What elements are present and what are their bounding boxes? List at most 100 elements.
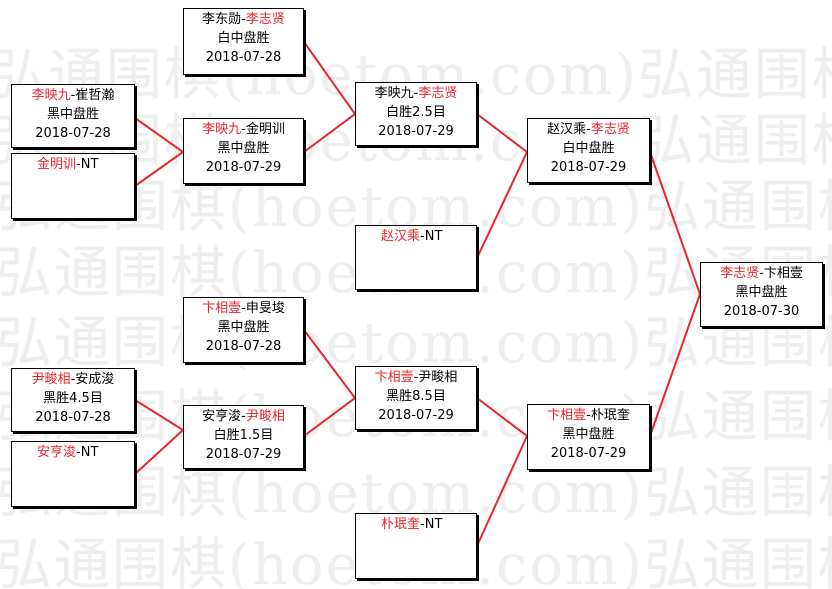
connector-line bbox=[476, 113, 529, 259]
name-separator: - bbox=[420, 517, 425, 532]
connector-line bbox=[303, 329, 357, 437]
name-separator: - bbox=[413, 370, 419, 385]
match-result: 黑胜8.5目 bbox=[386, 389, 446, 404]
name-separator: - bbox=[76, 445, 81, 460]
winner-name: 金明训 bbox=[37, 157, 77, 172]
loser-name: 李映九 bbox=[374, 86, 414, 101]
match-players: 卞相壹-尹畯相 bbox=[356, 368, 476, 387]
match-players: 金明训-NT bbox=[12, 155, 134, 174]
name-separator: - bbox=[241, 409, 246, 424]
match-date: 2018-07-28 bbox=[35, 126, 111, 141]
name-separator: - bbox=[586, 408, 591, 423]
winner-name: 卞相壹 bbox=[374, 370, 414, 385]
winner-name: 朴珉奎 bbox=[381, 517, 421, 532]
match-box: 朴珉奎-NT bbox=[355, 513, 477, 579]
winner-name: 尹畯相 bbox=[245, 409, 285, 424]
match-date: 2018-07-30 bbox=[723, 304, 800, 319]
match-box: 尹畯相-安成浚 黑胜4.5目 2018-07-28 bbox=[11, 368, 135, 432]
loser-name: 安成浚 bbox=[75, 372, 115, 387]
match-result: 黑中盘胜 bbox=[562, 427, 615, 442]
match-result: 黑胜4.5目 bbox=[43, 391, 103, 406]
match-box: 安亨浚-尹畯相 白胜1.5目 2018-07-29 bbox=[183, 405, 304, 469]
match-players: 李映九-李志贤 bbox=[356, 84, 476, 103]
name-separator: - bbox=[241, 12, 246, 27]
winner-name: 李志贤 bbox=[720, 266, 760, 281]
name-separator: - bbox=[420, 229, 425, 244]
match-players: 安亨浚-尹畯相 bbox=[184, 407, 303, 426]
match-box: 卞相壹-朴珉奎 黑中盘胜 2018-07-29 bbox=[527, 404, 650, 470]
connector-line bbox=[476, 397, 529, 547]
match-result: 黑中盘胜 bbox=[217, 320, 270, 335]
name-separator: - bbox=[413, 86, 419, 101]
winner-name: 卞相壹 bbox=[202, 301, 242, 316]
match-date: 2018-07-29 bbox=[205, 160, 282, 175]
match-players: 卞相壹-朴珉奎 bbox=[528, 406, 649, 425]
winner-name: 李志贤 bbox=[590, 122, 630, 137]
name-separator: - bbox=[241, 301, 246, 316]
match-result: 白中盘胜 bbox=[217, 31, 270, 46]
loser-name: NT bbox=[80, 157, 99, 172]
name-separator: - bbox=[759, 266, 764, 281]
match-result: 黑中盘胜 bbox=[735, 285, 788, 300]
loser-name: 朴珉奎 bbox=[590, 408, 630, 423]
match-box: 赵汉乘-李志贤 白中盘胜 2018-07-29 bbox=[527, 118, 650, 183]
loser-name: 李东勋 bbox=[202, 12, 242, 27]
match-box: 李映九-金明训 黑中盘胜 2018-07-29 bbox=[183, 118, 304, 184]
match-players: 安亨浚-NT bbox=[12, 443, 134, 462]
match-box: 赵汉乘-NT bbox=[355, 225, 477, 290]
match-box: 李映九-李志贤 白胜2.5目 2018-07-29 bbox=[355, 82, 477, 146]
winner-name: 卞相壹 bbox=[547, 408, 587, 423]
loser-name: 崔哲瀚 bbox=[75, 88, 115, 103]
connector-line bbox=[134, 117, 185, 187]
match-box: 金明训-NT bbox=[11, 153, 135, 219]
match-date: 2018-07-28 bbox=[205, 339, 282, 354]
match-players: 李映九-金明训 bbox=[184, 120, 303, 139]
name-separator: - bbox=[70, 372, 76, 387]
match-players: 赵汉乘-李志贤 bbox=[528, 120, 649, 139]
loser-name: 金明训 bbox=[245, 122, 285, 137]
match-result: 白胜2.5目 bbox=[386, 105, 446, 120]
match-players: 尹畯相-安成浚 bbox=[12, 370, 134, 389]
winner-name: 尹畯相 bbox=[31, 372, 71, 387]
match-date: 2018-07-29 bbox=[550, 446, 627, 461]
match-box: 李映九-崔哲瀚 黑中盘胜 2018-07-28 bbox=[11, 84, 135, 148]
winner-name: 李志贤 bbox=[418, 86, 458, 101]
match-box: 卞相壹-尹畯相 黑胜8.5目 2018-07-29 bbox=[355, 366, 477, 430]
match-result: 黑中盘胜 bbox=[217, 141, 270, 156]
name-separator: - bbox=[70, 88, 76, 103]
match-date: 2018-07-29 bbox=[378, 408, 454, 423]
loser-name: NT bbox=[80, 445, 99, 460]
connector-line bbox=[649, 151, 702, 437]
loser-name: 赵汉乘 bbox=[547, 122, 587, 137]
loser-name: 申旻埈 bbox=[245, 301, 285, 316]
connector-line bbox=[303, 41, 357, 153]
match-date: 2018-07-29 bbox=[378, 124, 454, 139]
match-players: 朴珉奎-NT bbox=[356, 515, 476, 534]
winner-name: 李映九 bbox=[31, 88, 71, 103]
match-box: 安亨浚-NT bbox=[11, 441, 135, 507]
match-players: 李东勋-李志贤 bbox=[184, 10, 303, 29]
match-date: 2018-07-28 bbox=[205, 50, 282, 65]
name-separator: - bbox=[586, 122, 591, 137]
match-result: 黑中盘胜 bbox=[46, 107, 99, 122]
match-box: 李东勋-李志贤 白中盘胜 2018-07-28 bbox=[183, 8, 304, 75]
loser-name: 卞相壹 bbox=[763, 266, 803, 281]
match-result: 白胜1.5目 bbox=[213, 428, 274, 443]
loser-name: 安亨浚 bbox=[202, 409, 242, 424]
loser-name: 尹畯相 bbox=[418, 370, 458, 385]
match-result: 白中盘胜 bbox=[562, 141, 615, 156]
winner-name: 安亨浚 bbox=[37, 445, 77, 460]
match-date: 2018-07-29 bbox=[205, 447, 282, 462]
winner-name: 李志贤 bbox=[245, 12, 285, 27]
loser-name: NT bbox=[424, 517, 443, 532]
match-players: 李映九-崔哲瀚 bbox=[12, 86, 134, 105]
winner-name: 赵汉乘 bbox=[381, 229, 421, 244]
loser-name: NT bbox=[424, 229, 443, 244]
match-players: 卞相壹-申旻埈 bbox=[184, 299, 303, 318]
name-separator: - bbox=[76, 157, 81, 172]
connector-line bbox=[134, 399, 185, 475]
match-box: 卞相壹-申旻埈 黑中盘胜 2018-07-28 bbox=[183, 297, 304, 363]
match-date: 2018-07-29 bbox=[550, 160, 627, 175]
match-date: 2018-07-28 bbox=[35, 410, 111, 425]
final-match-box: 李志贤-卞相壹 黑中盘胜 2018-07-30 bbox=[700, 262, 823, 327]
